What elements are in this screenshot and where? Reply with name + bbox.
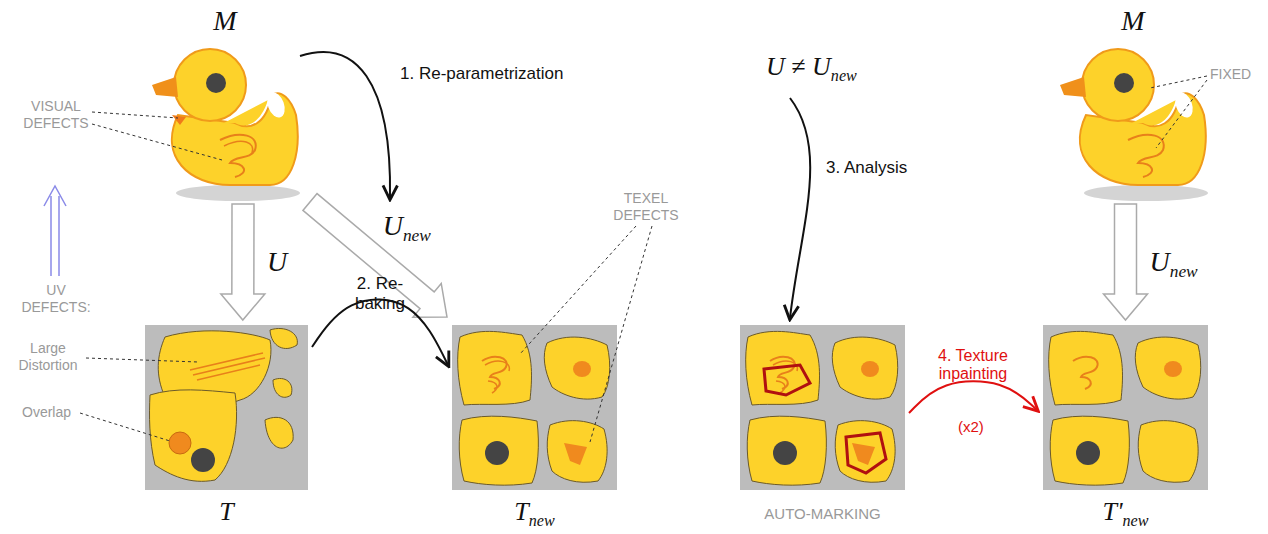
node-label: Tnew xyxy=(452,498,617,527)
hollow-arrow xyxy=(221,204,265,320)
edge-label: 4. Texture inpainting xyxy=(909,347,1037,384)
annotation-label: 1. Re-parametrization xyxy=(400,64,563,84)
texture-atlas xyxy=(740,325,905,490)
model-node: M xyxy=(1058,6,1208,198)
edge-label: 2. Re-baking xyxy=(332,274,428,313)
texture-node: T xyxy=(145,325,308,490)
annotation-label: (x2) xyxy=(958,418,984,435)
annotation-label: 3. Analysis xyxy=(826,158,907,178)
edge-label: Unew xyxy=(383,210,431,242)
curved-arrow xyxy=(300,52,390,198)
texture-atlas xyxy=(145,325,308,490)
hollow-arrow xyxy=(1104,204,1148,320)
model-node: M xyxy=(150,6,300,198)
texture-node: AUTO-MARKING xyxy=(740,325,905,490)
node-label: AUTO-MARKING xyxy=(740,506,905,523)
annotation-label: UV DEFECTS: xyxy=(16,282,96,316)
annotation-label: Large Distortion xyxy=(8,340,88,374)
annotation-label: Overlap xyxy=(22,404,71,421)
texture-node: T'new xyxy=(1043,325,1208,490)
hollow-arrow xyxy=(303,194,447,318)
node-label: T'new xyxy=(1043,498,1208,527)
marked-region xyxy=(764,365,810,395)
texture-node: Tnew xyxy=(452,325,617,490)
edge-label: U xyxy=(267,246,287,278)
annotation-label: TEXEL DEFECTS xyxy=(606,190,686,224)
curved-arrow xyxy=(909,381,1037,413)
texture-atlas xyxy=(1043,325,1208,490)
duck-model xyxy=(1060,49,1208,201)
texture-atlas xyxy=(452,325,617,490)
node-label: M xyxy=(1058,6,1208,37)
edge-label: Unew xyxy=(1150,246,1198,278)
node-label: M xyxy=(150,6,300,37)
visual-defect xyxy=(172,115,186,125)
marked-region xyxy=(846,433,886,473)
annotation-label: U ≠ Unew xyxy=(766,52,857,82)
duck-model xyxy=(152,49,300,201)
node-label: T xyxy=(145,498,308,527)
annotation-label: VISUAL DEFECTS xyxy=(16,98,96,132)
leader-lines xyxy=(80,76,1207,442)
annotation-label: FIXED xyxy=(1210,66,1251,83)
double-arrow xyxy=(44,186,66,276)
curved-arrow xyxy=(790,98,810,318)
